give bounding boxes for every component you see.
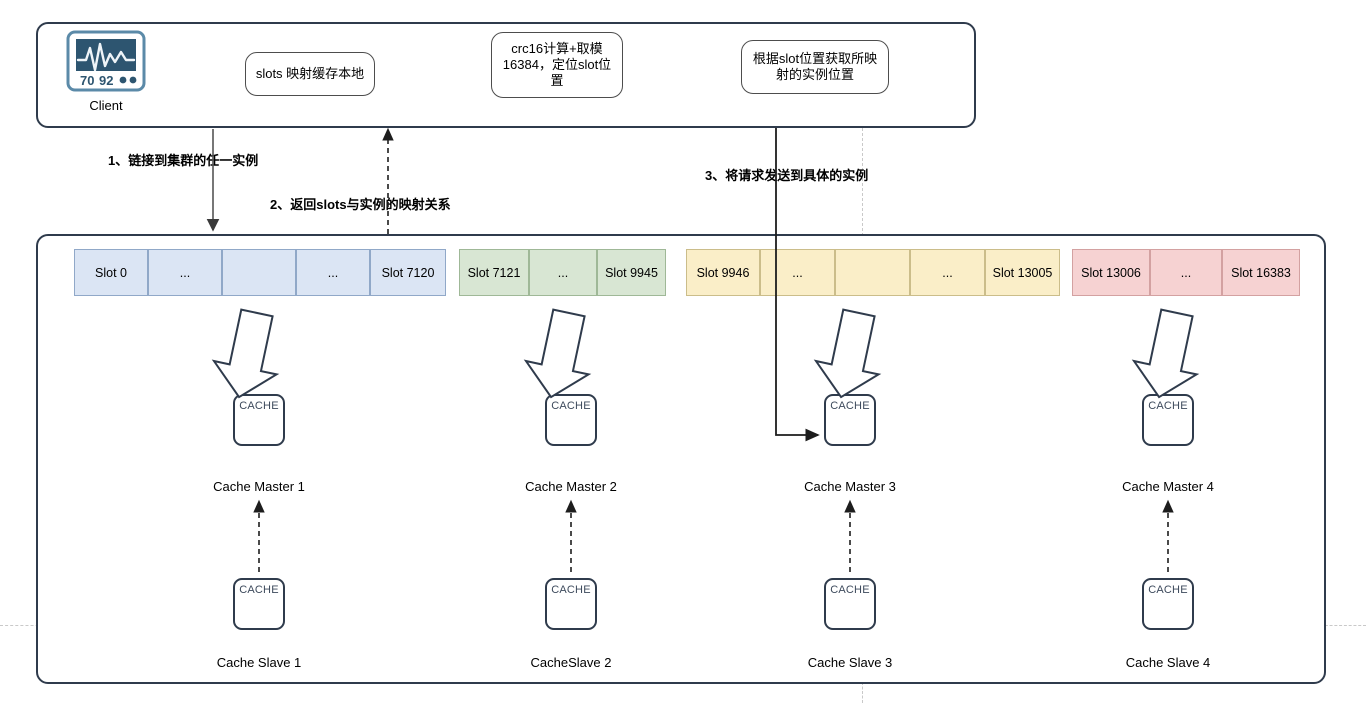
slot-cell[interactable] (835, 249, 910, 296)
slots-cache-box[interactable]: slots 映射缓存本地 (245, 52, 375, 96)
heart-rate-monitor-icon: 70 92 (64, 30, 148, 94)
step2-label: 2、返回slots与实例的映射关系 (270, 197, 451, 212)
cache-slave-4-label: Cache Slave 4 (1125, 655, 1211, 670)
crc16-box[interactable]: crc16计算+取模16384，定位slot位置 (491, 32, 623, 98)
slot-bar-3: Slot 9946 ... ... Slot 13005 (686, 249, 1060, 296)
page-guide-horizontal-right (1320, 625, 1366, 626)
slot-bar-1: Slot 0 ... ... Slot 7120 (74, 249, 446, 296)
slot-cell[interactable]: Slot 16383 (1222, 249, 1300, 296)
cache-master-4-label: Cache Master 4 (1122, 479, 1214, 494)
cache-slave-2-node[interactable]: CACHE (545, 578, 597, 630)
cache-master-3-label: Cache Master 3 (804, 479, 896, 494)
cache-slave-3-node[interactable]: CACHE (824, 578, 876, 630)
svg-text:70: 70 (80, 73, 94, 88)
slot-cell[interactable]: Slot 13005 (985, 249, 1060, 296)
cache-master-2-label: Cache Master 2 (525, 479, 617, 494)
slot-cell[interactable]: Slot 7121 (459, 249, 529, 296)
slot-cell[interactable]: ... (296, 249, 370, 296)
slot-cell[interactable]: ... (760, 249, 835, 296)
slot-cell[interactable]: Slot 0 (74, 249, 148, 296)
slot-cell[interactable]: ... (148, 249, 222, 296)
slot-cell[interactable]: ... (910, 249, 985, 296)
step1-label: 1、链接到集群的任一实例 (108, 153, 259, 168)
slot-cell[interactable]: Slot 13006 (1072, 249, 1150, 296)
cache-slave-1-node[interactable]: CACHE (233, 578, 285, 630)
svg-text:92: 92 (99, 73, 113, 88)
cache-master-1-label: Cache Master 1 (213, 479, 305, 494)
step3-label: 3、将请求发送到具体的实例 (705, 168, 869, 183)
page-guide-vertical-top (862, 128, 863, 236)
slot-cell[interactable] (222, 249, 296, 296)
cache-master-1-node[interactable]: CACHE (233, 394, 285, 446)
slot-cell[interactable]: Slot 7120 (370, 249, 446, 296)
cluster-panel (36, 234, 1326, 684)
slot-cell[interactable]: ... (529, 249, 597, 296)
slot-cell[interactable]: Slot 9945 (597, 249, 666, 296)
cache-master-2-node[interactable]: CACHE (545, 394, 597, 446)
client-node: 70 92 Client (64, 30, 148, 113)
slot-cell[interactable]: Slot 9946 (686, 249, 760, 296)
locate-instance-box[interactable]: 根据slot位置获取所映射的实例位置 (741, 40, 889, 94)
cache-master-3-node[interactable]: CACHE (824, 394, 876, 446)
slot-bar-2: Slot 7121 ... Slot 9945 (459, 249, 666, 296)
page-guide-vertical-bottom (862, 682, 863, 703)
slot-bar-4: Slot 13006 ... Slot 16383 (1072, 249, 1300, 296)
cache-slave-3-label: Cache Slave 3 (807, 655, 893, 670)
cache-slave-4-node[interactable]: CACHE (1142, 578, 1194, 630)
cache-master-4-node[interactable]: CACHE (1142, 394, 1194, 446)
slot-cell[interactable]: ... (1150, 249, 1222, 296)
cache-slave-1-label: Cache Slave 1 (216, 655, 302, 670)
cache-slave-2-label: CacheSlave 2 (530, 655, 612, 670)
client-label: Client (89, 98, 123, 113)
